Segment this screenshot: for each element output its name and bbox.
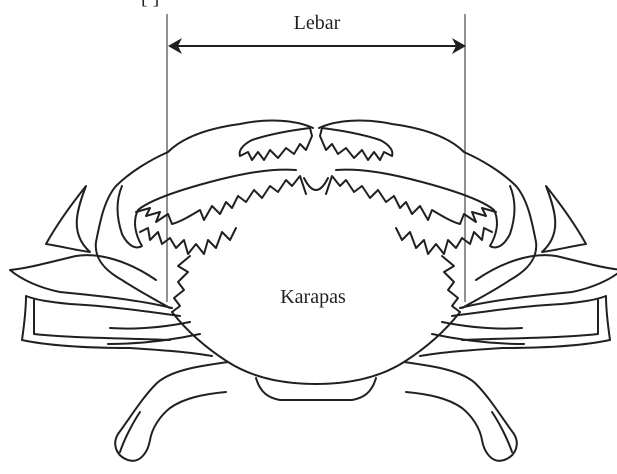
left-claw-teeth <box>136 176 306 224</box>
width-dimension-arrow <box>168 38 466 54</box>
crab-left-half <box>10 121 313 461</box>
left-leg-2 <box>46 186 90 252</box>
carapace-front-notch <box>304 178 328 190</box>
left-carapace-edge <box>172 256 190 312</box>
left-claw-finger <box>240 128 312 160</box>
left-leg-4 <box>108 322 200 344</box>
left-leg-back <box>115 362 228 461</box>
carapace-bottom <box>172 312 460 384</box>
left-claw-teeth-lower <box>140 228 236 254</box>
corner-mark: [ ] <box>141 0 159 9</box>
crab-right-half <box>319 121 617 461</box>
carapace-bottom-tab <box>256 378 376 400</box>
carapace-label: Karapas <box>280 286 346 308</box>
left-claw-inner <box>118 170 297 248</box>
left-claw-outline <box>96 121 313 308</box>
width-label: Lebar <box>294 12 341 34</box>
